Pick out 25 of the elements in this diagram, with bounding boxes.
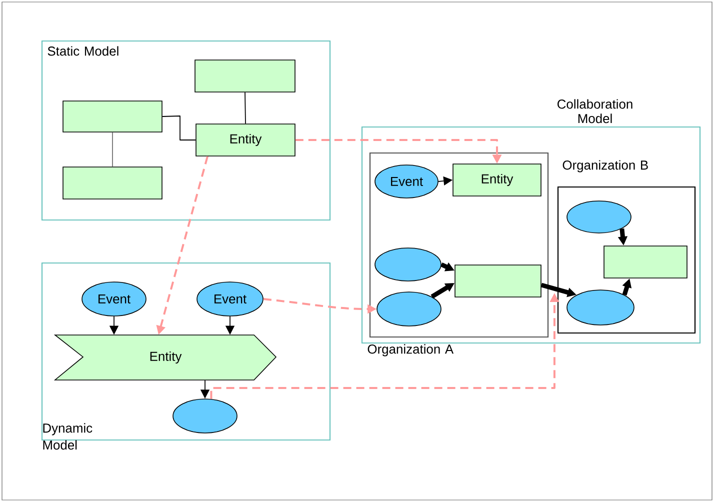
- entity-box: [194, 60, 296, 92]
- model-frame: [368, 152, 549, 356]
- model-frame: [557, 160, 696, 334]
- connector-line: [162, 116, 196, 140]
- connector-line: [112, 132, 113, 168]
- event-ellipse: [566, 290, 634, 326]
- entity-box: [604, 246, 688, 278]
- frame-title: Organization B: [562, 160, 648, 172]
- frame-title: Dynamic Model: [43, 423, 92, 450]
- frame-title: Collaboration Model: [558, 99, 632, 124]
- entity-box: Entity: [452, 164, 542, 196]
- entity-box: Entity: [196, 124, 296, 156]
- event-ellipse: [566, 200, 632, 234]
- event-ellipse: [374, 248, 442, 282]
- connector-line: [244, 92, 246, 124]
- entity-box: [454, 264, 542, 298]
- frame-title: Organization A: [368, 344, 454, 356]
- frame-title: Static Model: [48, 46, 118, 56]
- entity-box: [62, 166, 162, 200]
- model-frame: [361, 99, 701, 344]
- entity-box: [62, 100, 162, 132]
- model-frame: [41, 40, 331, 221]
- model-frame: [41, 262, 331, 450]
- event-ellipse: [376, 292, 442, 326]
- event-ellipse: [172, 398, 238, 434]
